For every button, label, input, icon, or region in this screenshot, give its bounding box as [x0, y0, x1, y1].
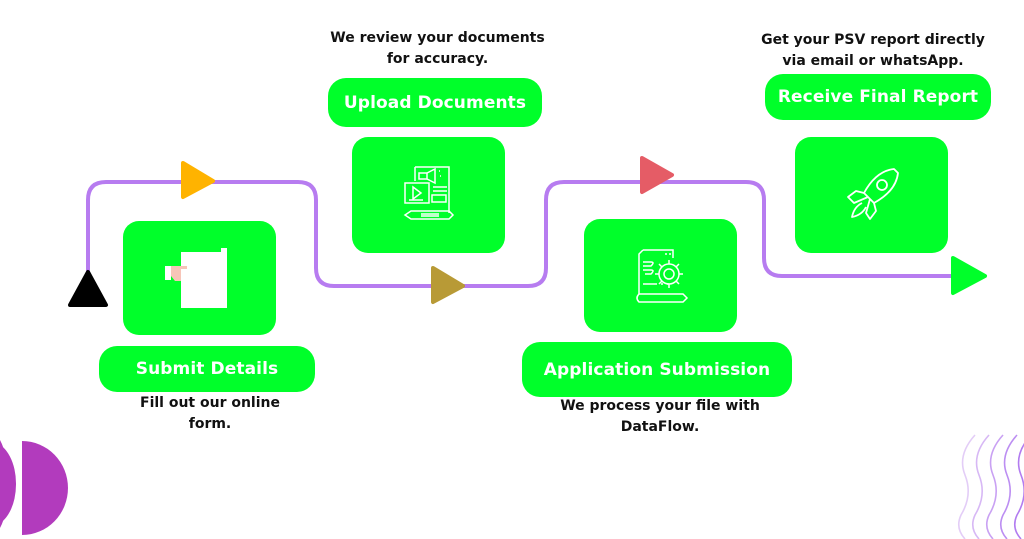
step-3-description-line2: DataFlow. [620, 419, 700, 435]
path-line [86, 180, 967, 288]
step-1-title: Submit Details [135, 359, 279, 379]
decorative-half-circles [0, 440, 68, 535]
step-1-description-line1: Fill out our online [140, 395, 280, 411]
step-2-description: We review your documents for accuracy. [310, 28, 565, 70]
rocket-icon [846, 168, 899, 220]
step-2-title-button[interactable]: Upload Documents [328, 78, 542, 127]
step-4-title: Receive Final Report [777, 87, 979, 107]
step-1-icon-card [123, 221, 276, 335]
step-3-description-line1: We process your file with [560, 398, 760, 414]
media-document-icon [403, 166, 454, 220]
arrow-marker-3 [640, 156, 674, 194]
document-gear-icon [635, 248, 688, 303]
step-4-description-line2: via email or whatsApp. [782, 53, 964, 69]
step-2-description-line1: We review your documents [330, 30, 545, 46]
step-4-icon-card [795, 137, 948, 253]
document-hand-icon [164, 248, 227, 308]
step-4-description-line1: Get your PSV report directly [761, 32, 985, 48]
start-triangle-marker [68, 270, 108, 307]
step-3-title: Application Submission [543, 359, 771, 380]
step-1-description: Fill out our online form. [110, 393, 310, 435]
arrow-marker-2 [431, 266, 465, 304]
step-3-icon-card [584, 219, 737, 332]
step-2-icon-card [352, 137, 505, 253]
step-1-description-line2: form. [188, 416, 232, 432]
arrow-marker-1 [181, 161, 215, 199]
decorative-waves [957, 434, 1024, 539]
step-4-description: Get your PSV report directly via email o… [748, 30, 998, 72]
step-4-title-button[interactable]: Receive Final Report [765, 74, 991, 120]
step-3-title-button[interactable]: Application Submission [522, 342, 792, 397]
step-2-description-line2: for accuracy. [386, 51, 489, 67]
step-1-title-button[interactable]: Submit Details [99, 346, 315, 392]
step-3-description: We process your file with DataFlow. [540, 396, 780, 438]
end-arrow-marker [951, 256, 987, 295]
step-2-title: Upload Documents [343, 92, 527, 113]
